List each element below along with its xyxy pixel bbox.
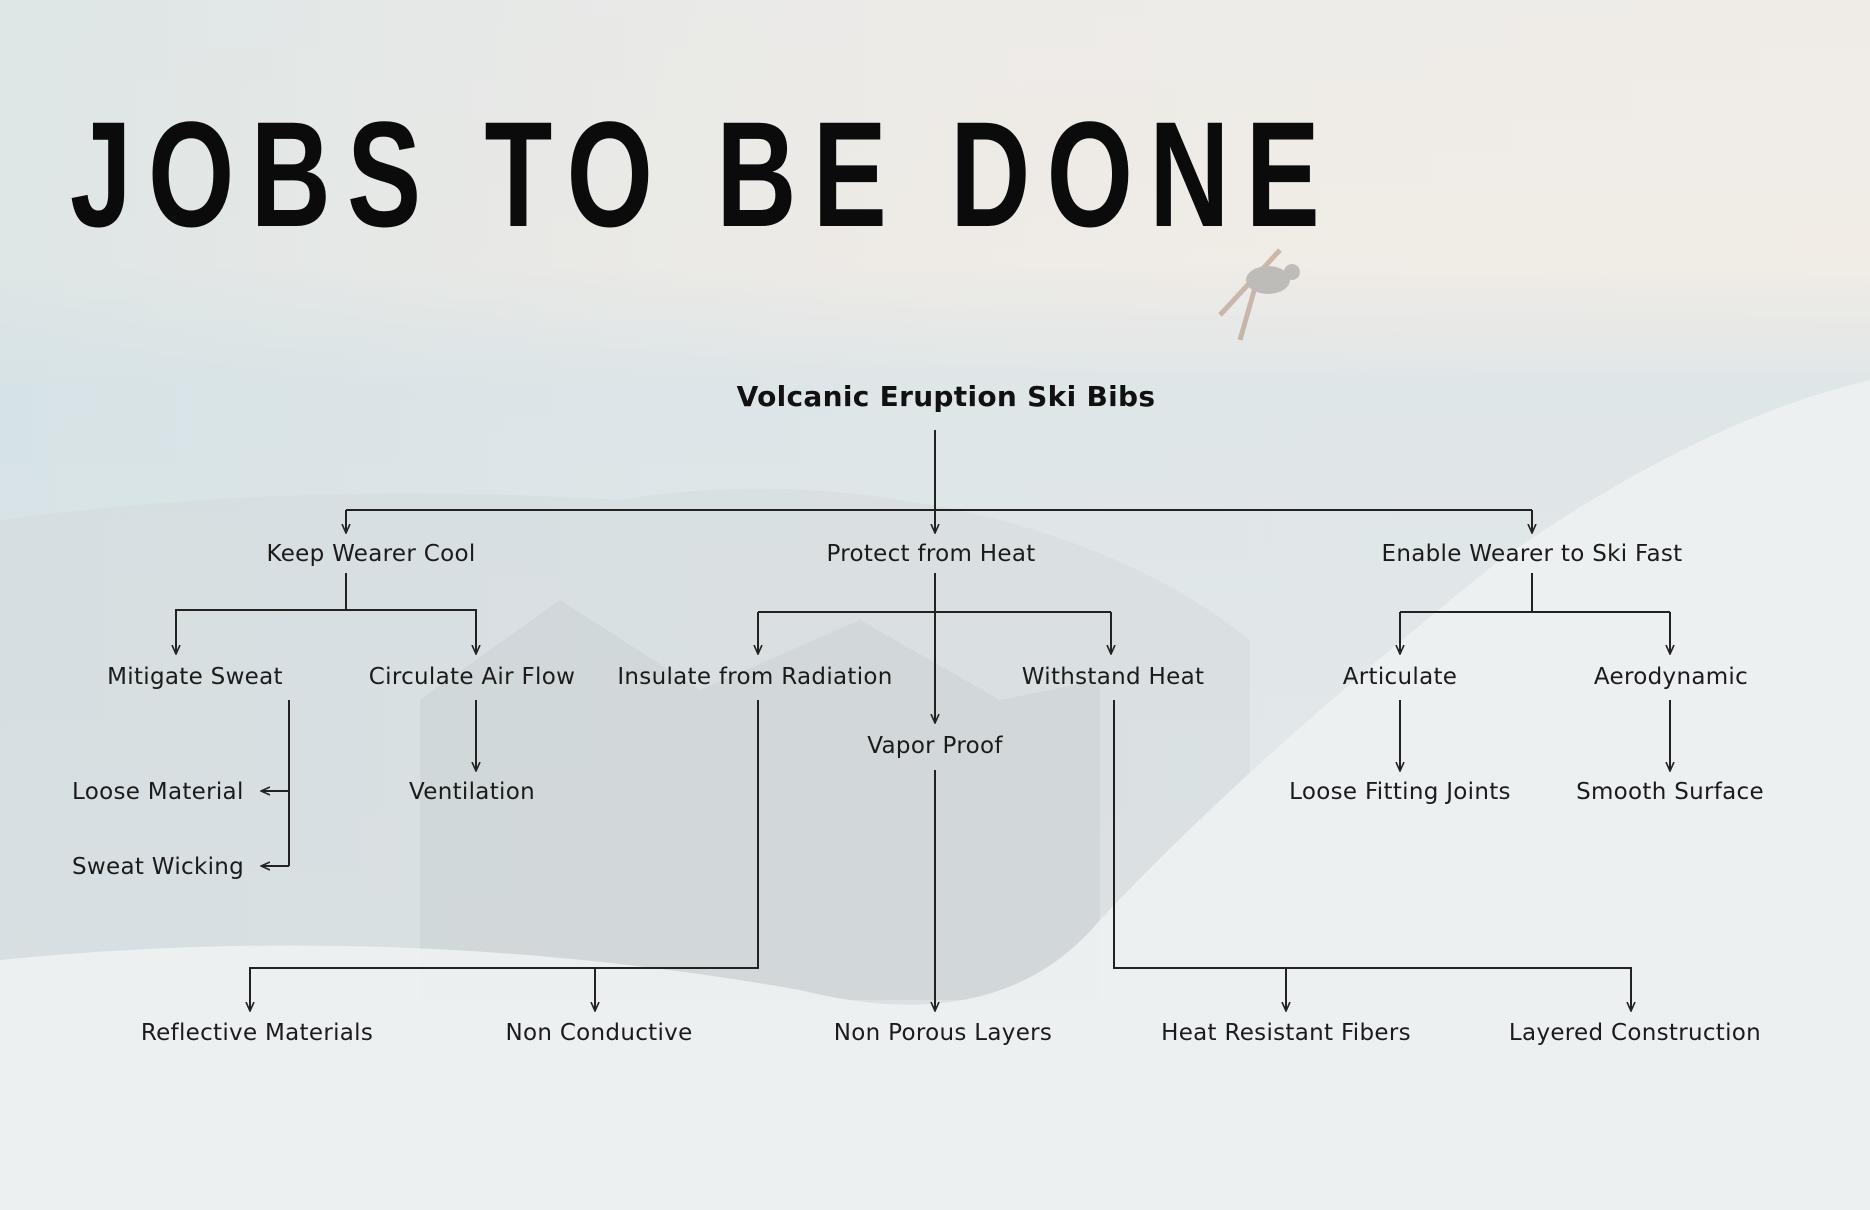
feature-loose-material: Loose Material — [72, 779, 244, 805]
root-node: Volcanic Eruption Ski Bibs — [737, 380, 1156, 413]
feature-layered-construction: Layered Construction — [1509, 1020, 1761, 1046]
subjob-aerodynamic: Aerodynamic — [1594, 664, 1748, 690]
subjob-insulate-from-radiation: Insulate from Radiation — [617, 664, 892, 690]
subjob-articulate: Articulate — [1343, 664, 1457, 690]
feature-smooth-surface: Smooth Surface — [1576, 779, 1764, 805]
subjob-mitigate-sweat: Mitigate Sweat — [107, 664, 283, 690]
connector-withstand — [1114, 700, 1631, 1010]
subjob-circulate-air-flow: Circulate Air Flow — [369, 664, 575, 690]
feature-ventilation: Ventilation — [409, 779, 535, 805]
feature-loose-fitting-joints: Loose Fitting Joints — [1289, 779, 1511, 805]
connector-insulate — [250, 700, 758, 1010]
job-enable-ski-fast: Enable Wearer to Ski Fast — [1382, 541, 1683, 567]
connector-keep-cool-right — [346, 610, 476, 653]
subjob-withstand-heat: Withstand Heat — [1022, 664, 1205, 690]
job-keep-wearer-cool: Keep Wearer Cool — [266, 541, 475, 567]
job-protect-from-heat: Protect from Heat — [826, 541, 1035, 567]
subjob-vapor-proof: Vapor Proof — [867, 733, 1002, 759]
feature-non-porous-layers: Non Porous Layers — [834, 1020, 1052, 1046]
connector-keep-cool — [176, 573, 346, 653]
feature-reflective-materials: Reflective Materials — [141, 1020, 373, 1046]
feature-heat-resistant-fibers: Heat Resistant Fibers — [1161, 1020, 1411, 1046]
feature-sweat-wicking: Sweat Wicking — [72, 854, 244, 880]
feature-non-conductive: Non Conductive — [505, 1020, 692, 1046]
